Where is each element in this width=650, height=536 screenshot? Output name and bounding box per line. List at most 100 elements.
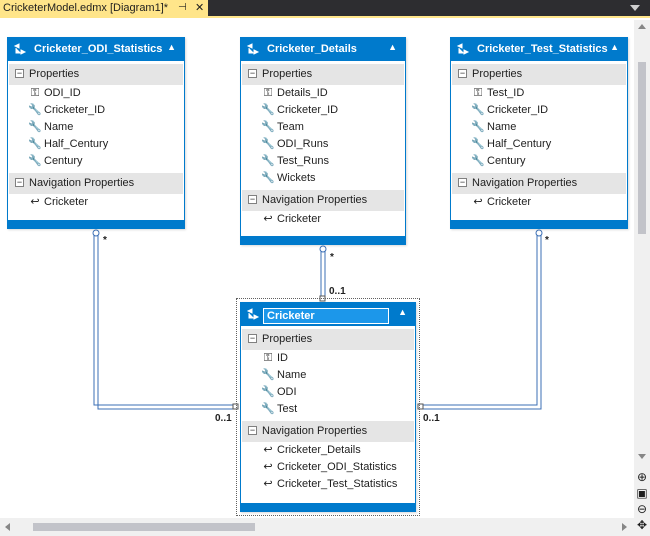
minus-icon[interactable]: − xyxy=(458,177,467,187)
navigation-section-header[interactable]: − Navigation Properties xyxy=(242,190,404,211)
vertical-scrollbar[interactable] xyxy=(634,20,650,468)
wrench-icon: 🔧 xyxy=(28,138,42,150)
properties-section-header[interactable]: − Properties xyxy=(242,329,414,350)
section-label: Properties xyxy=(29,68,80,80)
property-row[interactable]: 🔧Name xyxy=(451,119,627,136)
entity-header[interactable]: Cricketer_ODI_Statistics ▲ xyxy=(8,38,184,61)
properties-section-header[interactable]: − Properties xyxy=(242,64,404,85)
navigation-row[interactable]: ↩Cricketer xyxy=(241,211,405,228)
property-row[interactable]: 🔧Cricketer_ID xyxy=(8,102,184,119)
property-name: Name xyxy=(487,121,517,133)
tab-dropdown-icon[interactable] xyxy=(630,5,640,11)
scroll-down-icon[interactable] xyxy=(638,454,646,459)
property-row[interactable]: 🔧Test_Runs xyxy=(241,153,405,170)
minus-icon[interactable]: − xyxy=(15,177,24,187)
properties-section-header[interactable]: − Properties xyxy=(452,64,626,85)
horizontal-scroll-thumb[interactable] xyxy=(33,523,255,531)
wrench-icon: 🔧 xyxy=(471,104,485,116)
entity-header[interactable]: Cricketer_Test_Statistics ▲ xyxy=(451,38,627,61)
property-row[interactable]: 🔧Name xyxy=(241,367,415,384)
fit-icon[interactable]: ▣ xyxy=(636,486,648,500)
section-label: Navigation Properties xyxy=(262,194,368,206)
multiplicity-test-one: 0..1 xyxy=(423,413,440,424)
property-row[interactable]: 🔧Half_Century xyxy=(8,136,184,153)
property-row[interactable]: ⚿ODI_ID xyxy=(8,85,184,102)
entity-icon xyxy=(246,308,260,320)
collapse-icon[interactable]: ▲ xyxy=(167,42,176,52)
wrench-icon: 🔧 xyxy=(28,155,42,167)
entity-cricketer[interactable]: Cricketer ▲ − Properties ⚿ID 🔧Name 🔧ODI … xyxy=(240,302,416,512)
horizontal-scrollbar[interactable] xyxy=(0,518,634,536)
minus-icon[interactable]: − xyxy=(248,425,257,435)
key-icon: ⚿ xyxy=(263,87,273,99)
navigation-row[interactable]: ↩Cricketer_Details xyxy=(241,442,415,459)
entity-header[interactable]: Cricketer ▲ xyxy=(241,303,415,326)
scroll-left-icon[interactable] xyxy=(5,523,10,531)
minus-icon[interactable]: − xyxy=(248,333,257,343)
minus-icon[interactable]: − xyxy=(248,194,257,204)
multiplicity-details-one: 0..1 xyxy=(329,286,346,297)
scroll-up-icon[interactable] xyxy=(638,24,646,29)
navigation-section-header[interactable]: − Navigation Properties xyxy=(452,173,626,194)
property-name: ODI_Runs xyxy=(277,138,329,150)
wrench-icon: 🔧 xyxy=(261,138,275,150)
property-row[interactable]: 🔧Cricketer_ID xyxy=(241,102,405,119)
minus-icon[interactable]: − xyxy=(15,68,24,78)
tab-title[interactable]: CricketerModel.edmx [Diagram1]* xyxy=(3,2,169,14)
property-row[interactable]: 🔧Cricketer_ID xyxy=(451,102,627,119)
property-row[interactable]: 🔧Wickets xyxy=(241,170,405,187)
property-row[interactable]: 🔧Half_Century xyxy=(451,136,627,153)
property-row[interactable]: 🔧Century xyxy=(451,153,627,170)
navigation-row[interactable]: ↩Cricketer_Test_Statistics xyxy=(241,476,415,493)
entity-cricketer-details[interactable]: Cricketer_Details ▲ − Properties ⚿Detail… xyxy=(240,37,406,245)
navigation-name: Cricketer_ODI_Statistics xyxy=(277,461,397,473)
property-row[interactable]: ⚿Details_ID xyxy=(241,85,405,102)
section-label: Navigation Properties xyxy=(262,425,368,437)
navigation-section-header[interactable]: − Navigation Properties xyxy=(9,173,183,194)
property-name: Test_Runs xyxy=(277,155,329,167)
property-name: Team xyxy=(277,121,304,133)
vertical-scroll-thumb[interactable] xyxy=(638,62,646,234)
entity-header[interactable]: Cricketer_Details ▲ xyxy=(241,38,405,61)
zoom-in-icon[interactable]: ⊕ xyxy=(636,470,648,484)
document-tab[interactable]: CricketerModel.edmx [Diagram1]* ⊣ ✕ xyxy=(0,0,208,18)
minus-icon[interactable]: − xyxy=(458,68,467,78)
navigation-row[interactable]: ↩Cricketer_ODI_Statistics xyxy=(241,459,415,476)
minus-icon[interactable]: − xyxy=(248,68,257,78)
wrench-icon: 🔧 xyxy=(261,121,275,133)
zoom-out-icon[interactable]: ⊖ xyxy=(636,502,648,516)
entity-cricketer-test-statistics[interactable]: Cricketer_Test_Statistics ▲ − Properties… xyxy=(450,37,628,229)
navigation-name: Cricketer xyxy=(487,196,532,208)
wrench-icon: 🔧 xyxy=(261,104,275,116)
navigation-row[interactable]: ↩Cricketer xyxy=(451,194,627,211)
property-row[interactable]: ⚿ID xyxy=(241,350,415,367)
property-row[interactable]: 🔧Test xyxy=(241,401,415,418)
multiplicity-odi-one: 0..1 xyxy=(215,413,232,424)
property-name: Wickets xyxy=(277,172,316,184)
property-row[interactable]: 🔧Name xyxy=(8,119,184,136)
collapse-icon[interactable]: ▲ xyxy=(388,42,397,52)
collapse-icon[interactable]: ▲ xyxy=(398,307,407,317)
pan-icon[interactable]: ✥ xyxy=(636,518,648,532)
property-row[interactable]: 🔧ODI_Runs xyxy=(241,136,405,153)
entity-title-editor[interactable]: Cricketer xyxy=(263,308,389,324)
navigation-row[interactable]: ↩Cricketer xyxy=(8,194,184,211)
pin-icon[interactable]: ⊣ xyxy=(178,2,187,13)
entity-cricketer-odi-statistics[interactable]: Cricketer_ODI_Statistics ▲ − Properties … xyxy=(7,37,185,229)
property-row[interactable]: 🔧ODI xyxy=(241,384,415,401)
property-name: Cricketer_ID xyxy=(277,104,339,116)
selection-frame xyxy=(236,298,420,516)
scroll-right-icon[interactable] xyxy=(622,523,627,531)
collapse-icon[interactable]: ▲ xyxy=(610,42,619,52)
property-name: Name xyxy=(44,121,74,133)
properties-section-header[interactable]: − Properties xyxy=(9,64,183,85)
property-row[interactable]: ⚿Test_ID xyxy=(451,85,627,102)
property-row[interactable]: 🔧Team xyxy=(241,119,405,136)
property-row[interactable]: 🔧Century xyxy=(8,153,184,170)
navigation-section-header[interactable]: − Navigation Properties xyxy=(242,421,414,442)
section-label: Properties xyxy=(262,68,313,80)
wrench-icon: 🔧 xyxy=(28,104,42,116)
close-icon[interactable]: ✕ xyxy=(195,2,205,14)
wrench-icon: 🔧 xyxy=(471,155,485,167)
wrench-icon: 🔧 xyxy=(471,121,485,133)
